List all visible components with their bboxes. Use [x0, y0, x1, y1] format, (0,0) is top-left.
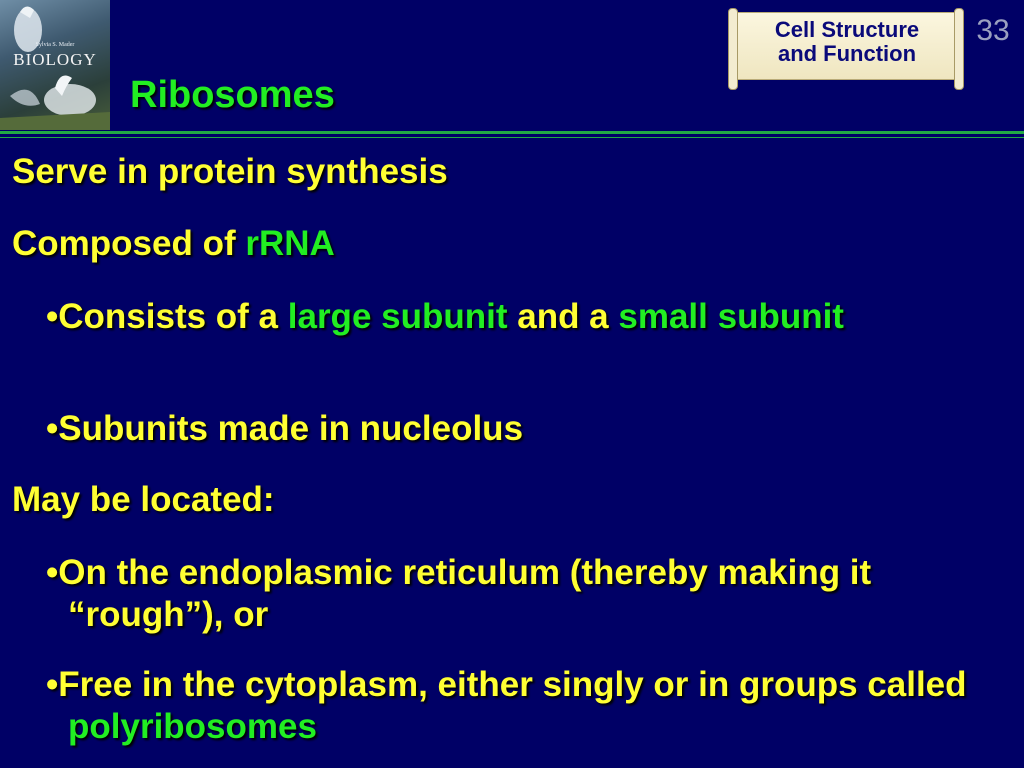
scroll-left-roll [728, 8, 738, 90]
consists-text: •Consists of a [46, 297, 288, 336]
bullet-composed-of-rrna: Composed of rRNA [12, 224, 335, 264]
and-a-text: and a [507, 297, 619, 336]
chapter-title-line1: Cell Structure [774, 17, 920, 42]
rrna-highlight: rRNA [245, 224, 335, 263]
book-cover-image: Sylvia S. Mader BIOLOGY [0, 0, 110, 130]
subbullet-free-in-cytoplasm: •Free in the cytoplasm, either singly or… [46, 664, 968, 748]
chapter-title: Cell Structure and Function [734, 18, 960, 66]
free-in-cytoplasm-text: •Free in the cytoplasm, either singly or… [46, 665, 967, 704]
bullet-may-be-located: May be located: [12, 480, 275, 519]
scroll-right-roll [954, 8, 964, 90]
slide-title: Ribosomes [130, 74, 335, 116]
chapter-scroll-banner: Cell Structure and Function [728, 8, 964, 90]
chapter-title-line2: and Function [777, 41, 917, 66]
polyribosomes-highlight: polyribosomes [68, 707, 317, 746]
large-subunit-highlight: large subunit [287, 297, 508, 336]
header-divider-thin [0, 137, 1024, 138]
book-author: Sylvia S. Mader [35, 42, 75, 48]
small-subunit-highlight: small subunit [618, 297, 844, 336]
book-title: BIOLOGY [13, 50, 97, 69]
bird-illustration-icon [0, 6, 110, 130]
composed-of-text: Composed of [12, 224, 246, 263]
subbullet-made-in-nucleolus: •Subunits made in nucleolus [46, 409, 524, 448]
slide-number: 33 [976, 14, 1010, 47]
subbullet-endoplasmic-reticulum: •On the endoplasmic reticulum (thereby m… [46, 553, 872, 634]
bullet-serve-in-protein-synthesis: Serve in protein synthesis [12, 152, 448, 191]
subbullet-subunits-composition: •Consists of a large subunit and a small… [46, 296, 968, 338]
header-divider-thick [0, 131, 1024, 134]
